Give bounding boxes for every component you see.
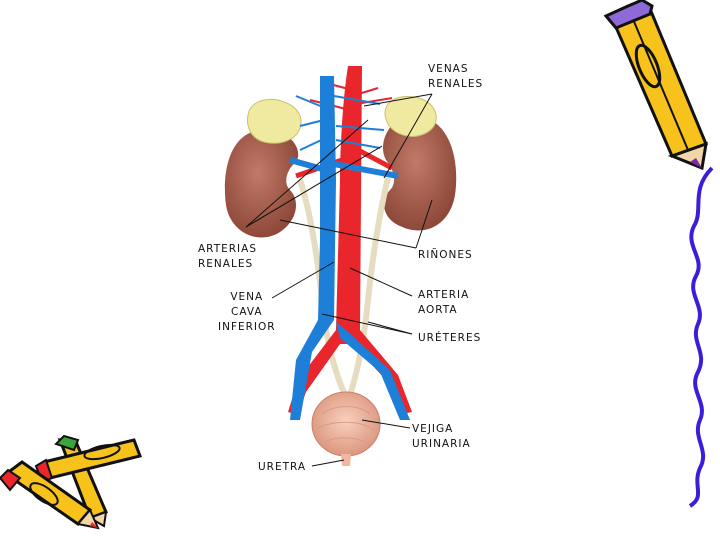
- label-vena-cava-inferior: VENA CAVA INFERIOR: [218, 290, 276, 335]
- label-ureteres: URÉTERES: [418, 331, 481, 346]
- purple-squiggle-border: [690, 168, 712, 506]
- label-uretra: URETRA: [258, 460, 306, 475]
- small-veins: [296, 96, 384, 150]
- label-arterias-renales: ARTERIAS RENALES: [198, 242, 257, 272]
- label-vejiga-urinaria: VEJIGA URINARIA: [412, 422, 471, 452]
- pencil-clipart-top-right: [606, 0, 706, 168]
- label-arteria-aorta: ARTERIA AORTA: [418, 288, 469, 318]
- left-adrenal-gland: [248, 99, 302, 143]
- pencil-clipart-bottom-left: [0, 436, 140, 528]
- urinary-system-diagram: [225, 66, 456, 466]
- label-rinones: RIÑONES: [418, 248, 473, 263]
- bladder: [312, 392, 380, 456]
- label-venas-renales: VENAS RENALES: [428, 62, 483, 92]
